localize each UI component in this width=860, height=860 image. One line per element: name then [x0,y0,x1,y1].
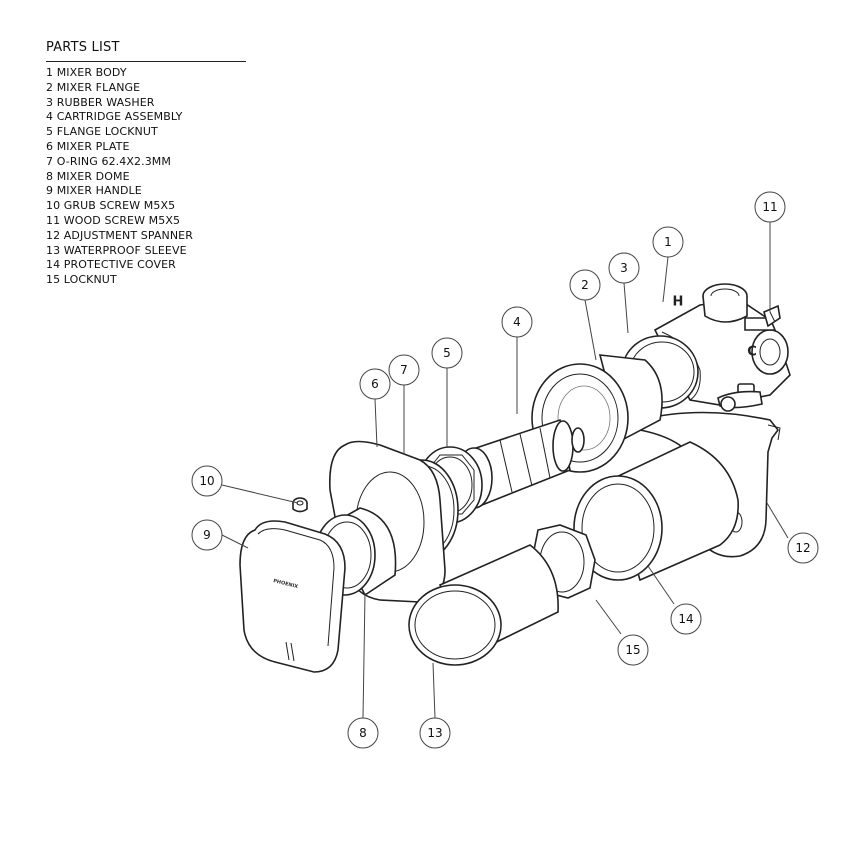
svg-text:4: 4 [513,315,521,329]
svg-text:11: 11 [762,200,777,214]
svg-text:15: 15 [625,643,640,657]
parts-list: PARTS LIST 1 MIXER BODY 2 MIXER FLANGE 3… [46,40,246,288]
callout-7: 7 [388,354,420,386]
callout-1: 1 [652,226,684,258]
callout-9: 9 [191,519,223,551]
parts-list-item: 11 WOOD SCREW M5X5 [46,213,181,227]
parts-list-item: 15 LOCKNUT [46,273,117,287]
cold-marking: C [747,345,757,360]
callout-11: 11 [754,191,786,223]
parts-list-item: 4 CARTRIDGE ASSEMBLY [46,110,183,124]
grub-screw [292,497,308,513]
parts-list-item: 8 MIXER DOME [46,169,130,183]
svg-text:12: 12 [795,541,810,555]
parts-list-item: 12 ADJUSTMENT SPANNER [46,228,193,242]
parts-list-item: 6 MIXER PLATE [46,139,130,153]
parts-list-item: 10 GRUB SCREW M5X5 [46,199,176,213]
parts-list-item: 1 MIXER BODY [46,66,127,79]
svg-text:2: 2 [581,278,589,292]
mixer-handle: PHOENIX [239,520,346,673]
parts-list-item: 14 PROTECTIVE COVER [46,258,176,272]
parts-list-title: PARTS LIST [46,40,246,62]
svg-text:14: 14 [678,612,693,626]
svg-text:13: 13 [427,726,442,740]
svg-text:3: 3 [620,261,628,275]
callouts: 1 2 3 4 5 6 7 8 9 10 11 12 13 14 15 [191,191,819,749]
callout-8: 8 [347,717,379,749]
callout-3: 3 [608,252,640,284]
wood-screw [763,304,781,328]
callout-14: 14 [670,603,702,635]
parts-list-item: 9 MIXER HANDLE [46,184,142,198]
callout-2: 2 [569,269,601,301]
callout-4: 4 [501,306,533,338]
svg-text:6: 6 [371,377,379,391]
svg-text:10: 10 [199,474,214,488]
parts-list-item: 2 MIXER FLANGE [46,80,141,94]
callout-6: 6 [359,368,391,400]
leader-lines [221,222,789,719]
parts-list-item: 3 RUBBER WASHER [46,95,155,109]
parts-list-items: 1 MIXER BODY 2 MIXER FLANGE 3 RUBBER WAS… [46,66,246,288]
callout-12: 12 [787,532,819,564]
protective-cover [573,441,739,582]
callout-15: 15 [617,634,649,666]
parts-list-item: 7 O-RING 62.4X2.3MM [46,154,171,168]
svg-text:7: 7 [400,363,408,377]
callout-13: 13 [419,717,451,749]
waterproof-sleeve [408,544,559,666]
callout-10: 10 [191,465,223,497]
svg-text:1: 1 [664,235,672,249]
svg-text:8: 8 [359,726,367,740]
parts-list-item: 13 WATERPROOF SLEEVE [46,243,187,257]
svg-text:5: 5 [443,346,451,360]
hot-marking: H [673,295,684,310]
mixer-dome [314,507,397,597]
svg-text:9: 9 [203,528,211,542]
parts-list-item: 5 FLANGE LOCKNUT [46,125,158,139]
callout-5: 5 [431,337,463,369]
